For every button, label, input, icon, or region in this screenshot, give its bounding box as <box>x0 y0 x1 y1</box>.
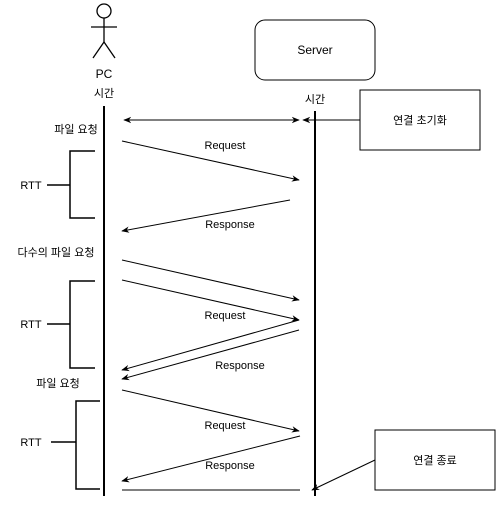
phase-2-request-label: Request <box>205 310 246 322</box>
phase-1-request-note: 파일 요청 <box>54 122 98 136</box>
phase-2-request-arrow-1 <box>121 259 300 302</box>
pc-actor-icon <box>91 3 117 59</box>
phase-2-rtt-bracket <box>47 280 95 369</box>
phase-3-rtt-bracket <box>51 400 100 490</box>
phase-1-request-arrow <box>121 140 300 182</box>
phase-2-response-label: Response <box>215 360 265 372</box>
phase-3-request-label: Request <box>205 420 246 432</box>
phase-1-rtt-label: RTT <box>20 180 41 192</box>
phase-3-request-arrow <box>121 389 300 433</box>
pc-time-label: 시간 <box>94 87 114 100</box>
phase-3-response-arrow <box>121 435 301 483</box>
phase-2-request-note: 다수의 파일 요청 <box>18 245 95 259</box>
phase-3-rtt-label: RTT <box>20 437 41 449</box>
phase-1-rtt-bracket <box>47 150 95 219</box>
pc-label: PC <box>96 67 113 81</box>
phase-2-request-arrow-2 <box>121 279 300 322</box>
server-time-label: 시간 <box>305 93 325 106</box>
server-box <box>254 19 376 81</box>
connection-close-label: 연결 종료 <box>413 454 457 467</box>
phase-3-response-label: Response <box>205 460 255 472</box>
connection-close-pointer <box>311 459 376 491</box>
server-label: Server <box>297 43 332 57</box>
phase-1-request-label: Request <box>205 140 246 152</box>
phase-1-response-arrow <box>121 199 291 233</box>
connection-init-label: 연결 초기화 <box>393 114 447 127</box>
phase-3-request-note: 파일 요청 <box>36 376 80 390</box>
phase-2-rtt-label: RTT <box>20 319 41 331</box>
phase-2-response-arrow-2 <box>121 329 300 381</box>
phase-2-response-arrow-1 <box>121 319 300 372</box>
phase-1-response-label: Response <box>205 219 255 231</box>
